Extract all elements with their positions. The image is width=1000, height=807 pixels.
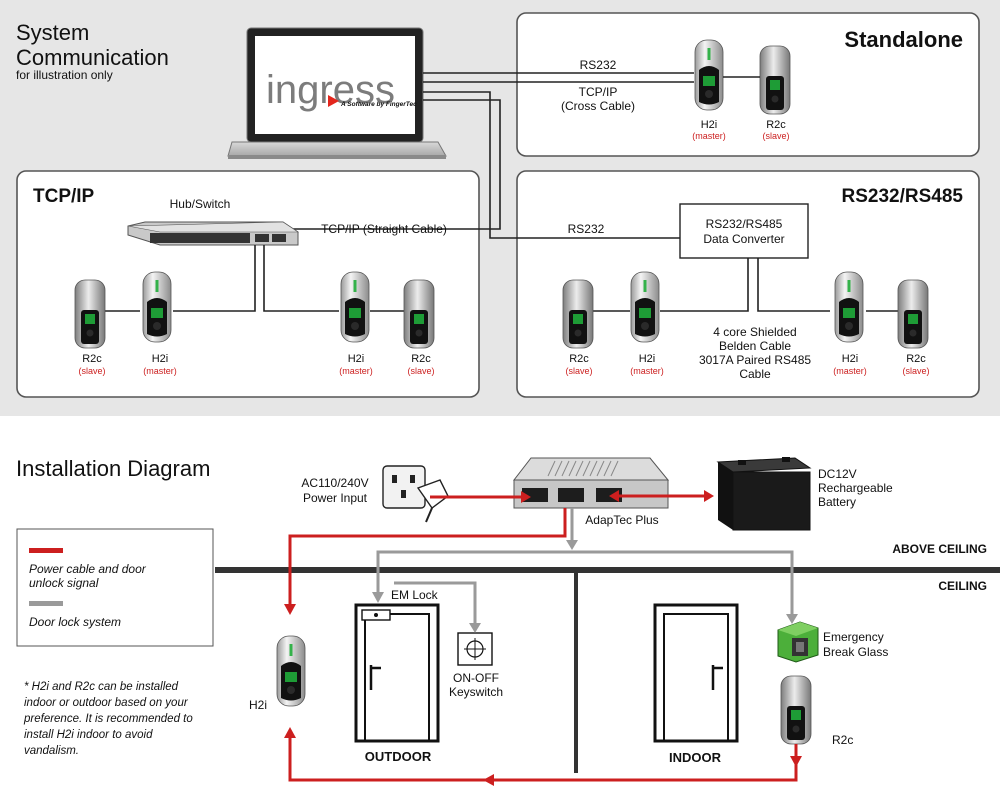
install-title: Installation Diagram bbox=[16, 456, 210, 481]
note-line3: preference. It is recommended to bbox=[23, 713, 193, 725]
rs485-d3-name: H2i bbox=[842, 353, 859, 365]
legend-red-line1: Power cable and door bbox=[29, 562, 147, 576]
system-subtitle: for illustration only bbox=[16, 68, 113, 82]
install-h2i-device bbox=[276, 635, 306, 707]
tcpip-d2-name: H2i bbox=[152, 353, 169, 365]
standalone-d2-name: R2c bbox=[766, 119, 786, 131]
outdoor-label: OUTDOOR bbox=[365, 749, 432, 764]
rs485-d1-role: (slave) bbox=[565, 366, 592, 376]
legend-gray-swatch bbox=[29, 601, 63, 606]
tcpip-h2i-right bbox=[340, 271, 370, 343]
system-title-line1: System bbox=[16, 20, 89, 45]
legend-gray-label: Door lock system bbox=[29, 615, 121, 629]
tcpip-d3-name: H2i bbox=[348, 353, 365, 365]
standalone-box bbox=[516, 12, 980, 157]
rs485-h2i-left bbox=[630, 271, 660, 343]
cable-line1: 4 core Shielded bbox=[713, 325, 796, 339]
logo-play-icon bbox=[328, 95, 339, 107]
standalone-d2-role: (slave) bbox=[762, 131, 789, 141]
hub-label: Hub/Switch bbox=[170, 197, 231, 211]
tcpip-d1-role: (slave) bbox=[78, 366, 105, 376]
note-line1: * H2i and R2c can be installed bbox=[24, 681, 179, 693]
converter-line2: Data Converter bbox=[703, 232, 784, 246]
rs485-cables bbox=[593, 258, 898, 312]
rs485-d4-name: R2c bbox=[906, 353, 926, 365]
tcpip-r2c-right bbox=[403, 279, 435, 349]
laptop-cables bbox=[285, 72, 694, 239]
rs485-d2-role: (master) bbox=[630, 366, 664, 376]
standalone-cross: (Cross Cable) bbox=[561, 99, 635, 113]
tcpip-cables bbox=[105, 245, 404, 312]
rs485-d1-name: R2c bbox=[569, 353, 589, 365]
standalone-rs232: RS232 bbox=[580, 58, 617, 72]
legend-red-swatch bbox=[29, 548, 63, 553]
standalone-tcpip: TCP/IP bbox=[579, 85, 618, 99]
rs485-r2c-left bbox=[562, 279, 594, 349]
wall-divider bbox=[574, 573, 578, 773]
onoff-line2: Keyswitch bbox=[449, 685, 503, 699]
tcpip-h2i-left bbox=[142, 271, 172, 343]
tcpip-d2-role: (master) bbox=[143, 366, 177, 376]
adaptec-plus-device bbox=[512, 457, 670, 509]
rs485-title: RS232/RS485 bbox=[842, 186, 964, 207]
install-r2c-device bbox=[780, 675, 812, 745]
tcpip-r2c-left bbox=[74, 279, 106, 349]
system-title-line2: Communication bbox=[16, 45, 169, 70]
ac-line2: Power Input bbox=[303, 491, 368, 505]
note-line5: vandalism. bbox=[24, 745, 79, 757]
data-converter-box bbox=[679, 203, 809, 259]
straight-cable-label: TCP/IP (Straight Cable) bbox=[321, 222, 447, 236]
em-lock-label: EM Lock bbox=[391, 588, 439, 602]
install-r2c-label: R2c bbox=[832, 733, 853, 747]
ceiling-label: CEILING bbox=[938, 579, 987, 593]
power-socket-icon bbox=[382, 465, 449, 523]
standalone-d1-role: (master) bbox=[692, 131, 726, 141]
emergency-line1: Emergency bbox=[823, 630, 884, 644]
dc-line2: Rechargeable bbox=[818, 481, 893, 495]
tcpip-title: TCP/IP bbox=[33, 186, 95, 207]
outdoor-door bbox=[354, 603, 440, 743]
converter-line1: RS232/RS485 bbox=[706, 217, 783, 231]
emergency-break-glass-icon bbox=[777, 621, 819, 663]
cable-line4: Cable bbox=[739, 367, 771, 381]
tcpip-d3-role: (master) bbox=[339, 366, 373, 376]
legend-red-line2: unlock signal bbox=[29, 576, 99, 590]
ceiling-line bbox=[215, 567, 1000, 573]
cable-line3: 3017A Paired RS485 bbox=[699, 353, 811, 367]
standalone-title: Standalone bbox=[844, 27, 963, 52]
indoor-door bbox=[653, 603, 739, 743]
door-lock-wiring bbox=[376, 508, 794, 625]
dc-line3: Battery bbox=[818, 495, 856, 509]
laptop-illustration bbox=[227, 27, 447, 159]
tcpip-d1-name: R2c bbox=[82, 353, 102, 365]
standalone-d1-name: H2i bbox=[701, 119, 718, 131]
rs485-d2-name: H2i bbox=[639, 353, 656, 365]
ac-line1: AC110/240V bbox=[301, 476, 368, 490]
rs485-rs232: RS232 bbox=[568, 222, 605, 236]
dc-line1: DC12V bbox=[818, 467, 857, 481]
battery-icon bbox=[716, 457, 812, 531]
keyswitch-icon bbox=[457, 632, 493, 666]
above-ceiling-label: ABOVE CEILING bbox=[892, 542, 987, 556]
adaptec-label: AdapTec Plus bbox=[585, 513, 658, 527]
standalone-r2c-device bbox=[759, 45, 791, 115]
onoff-line1: ON-OFF bbox=[453, 671, 499, 685]
cable-line2: Belden Cable bbox=[719, 339, 791, 353]
rs485-d4-role: (slave) bbox=[902, 366, 929, 376]
tcpip-d4-role: (slave) bbox=[407, 366, 434, 376]
indoor-label: INDOOR bbox=[669, 750, 722, 765]
rs485-h2i-right bbox=[834, 271, 864, 343]
rs485-d3-role: (master) bbox=[833, 366, 867, 376]
note-line4: install H2i indoor to avoid bbox=[24, 729, 153, 741]
emergency-line2: Break Glass bbox=[823, 645, 888, 659]
install-h2i-label: H2i bbox=[249, 698, 267, 712]
ingress-logo-sub: A Software by FingerTec bbox=[340, 101, 417, 108]
tcpip-d4-name: R2c bbox=[411, 353, 431, 365]
hub-switch-device bbox=[127, 221, 299, 246]
rs485-r2c-right bbox=[897, 279, 929, 349]
note-line2: indoor or outdoor based on your bbox=[24, 697, 189, 709]
standalone-h2i-device bbox=[694, 39, 724, 111]
